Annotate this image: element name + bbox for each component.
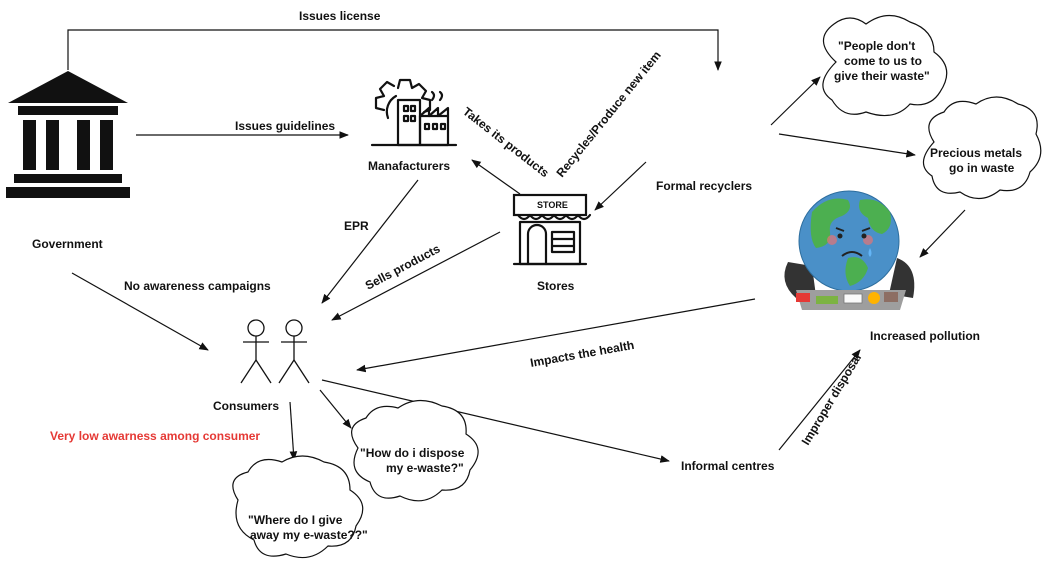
edge-issues-license	[67, 29, 722, 71]
node-increased-pollution: Increased pollution	[870, 329, 980, 343]
edge-consumer-to-informal	[321, 379, 670, 463]
edge-labels: Issues license Issues guidelines Takes i…	[124, 9, 864, 448]
label-issues-guidelines: Issues guidelines	[235, 119, 335, 133]
note-low-awareness: Very low awarness among consumer	[50, 429, 260, 443]
cloud-where-line-1: "Where do I give	[248, 513, 343, 527]
edge-consumer-to-how-cloud	[319, 389, 352, 429]
cloud-icon	[822, 14, 948, 117]
node-stores: Stores	[537, 279, 575, 293]
cloud-people-line-3: give their waste"	[834, 69, 930, 83]
cloud-precious-line-2: go in waste	[949, 161, 1015, 175]
label-recycles: Recycles/Produce new item	[553, 48, 663, 180]
edge-to-people-cloud	[770, 76, 821, 126]
edge-consumer-to-where-cloud	[289, 401, 298, 461]
label-impacts-health: Impacts the health	[529, 338, 635, 370]
edge-to-precious-cloud	[778, 133, 916, 158]
edge-recycles	[594, 161, 647, 211]
node-manufacturers: Manafacturers	[368, 159, 450, 173]
edges	[67, 29, 966, 463]
cloud-precious-metals: Precious metals go in waste	[922, 96, 1042, 200]
edge-improper-disposal	[778, 349, 861, 451]
government-building-icon	[6, 71, 130, 198]
label-sells-products: Sells products	[363, 241, 443, 292]
node-consumers: Consumers	[213, 399, 279, 413]
cloud-icon	[922, 96, 1042, 200]
factory-gear-icon	[370, 78, 458, 147]
label-no-awareness: No awareness campaigns	[124, 279, 271, 293]
node-formal-recyclers: Formal recyclers	[656, 179, 752, 193]
label-issues-license: Issues license	[299, 9, 381, 23]
edge-epr	[321, 179, 419, 304]
person-icon	[240, 319, 310, 384]
edge-impacts-health	[356, 298, 756, 373]
label-takes-products: Takes its products	[460, 104, 552, 180]
node-informal-centres: Informal centres	[681, 459, 775, 473]
edge-sells-products	[331, 231, 501, 321]
sad-earth-icon	[784, 190, 915, 310]
cloud-precious-line-1: Precious metals	[930, 146, 1022, 160]
cloud-people-line-1: "People don't	[838, 39, 915, 53]
edge-no-awareness	[71, 272, 209, 351]
cloud-icon	[232, 455, 364, 559]
cloud-people-line-2: come to us to	[844, 54, 922, 68]
store-icon	[512, 193, 592, 266]
cloud-how-dispose: "How do i dispose my e-waste?"	[351, 399, 479, 502]
node-government: Government	[32, 237, 103, 251]
store-sign-text: STORE	[537, 200, 568, 210]
edge-takes-products	[471, 159, 521, 195]
cloud-people-dont-come: "People don't come to us to give their w…	[822, 14, 948, 117]
cloud-where-give: "Where do I give away my e-waste??"	[232, 455, 368, 559]
cloud-where-line-2: away my e-waste??"	[250, 528, 368, 542]
cloud-icon	[351, 399, 479, 502]
cloud-how-line-2: my e-waste?"	[386, 461, 464, 475]
cloud-how-line-1: "How do i dispose	[360, 446, 465, 460]
label-improper-disposal: Improper disposal	[799, 351, 865, 447]
edge-precious-to-earth	[919, 209, 966, 258]
label-epr: EPR	[344, 219, 369, 233]
